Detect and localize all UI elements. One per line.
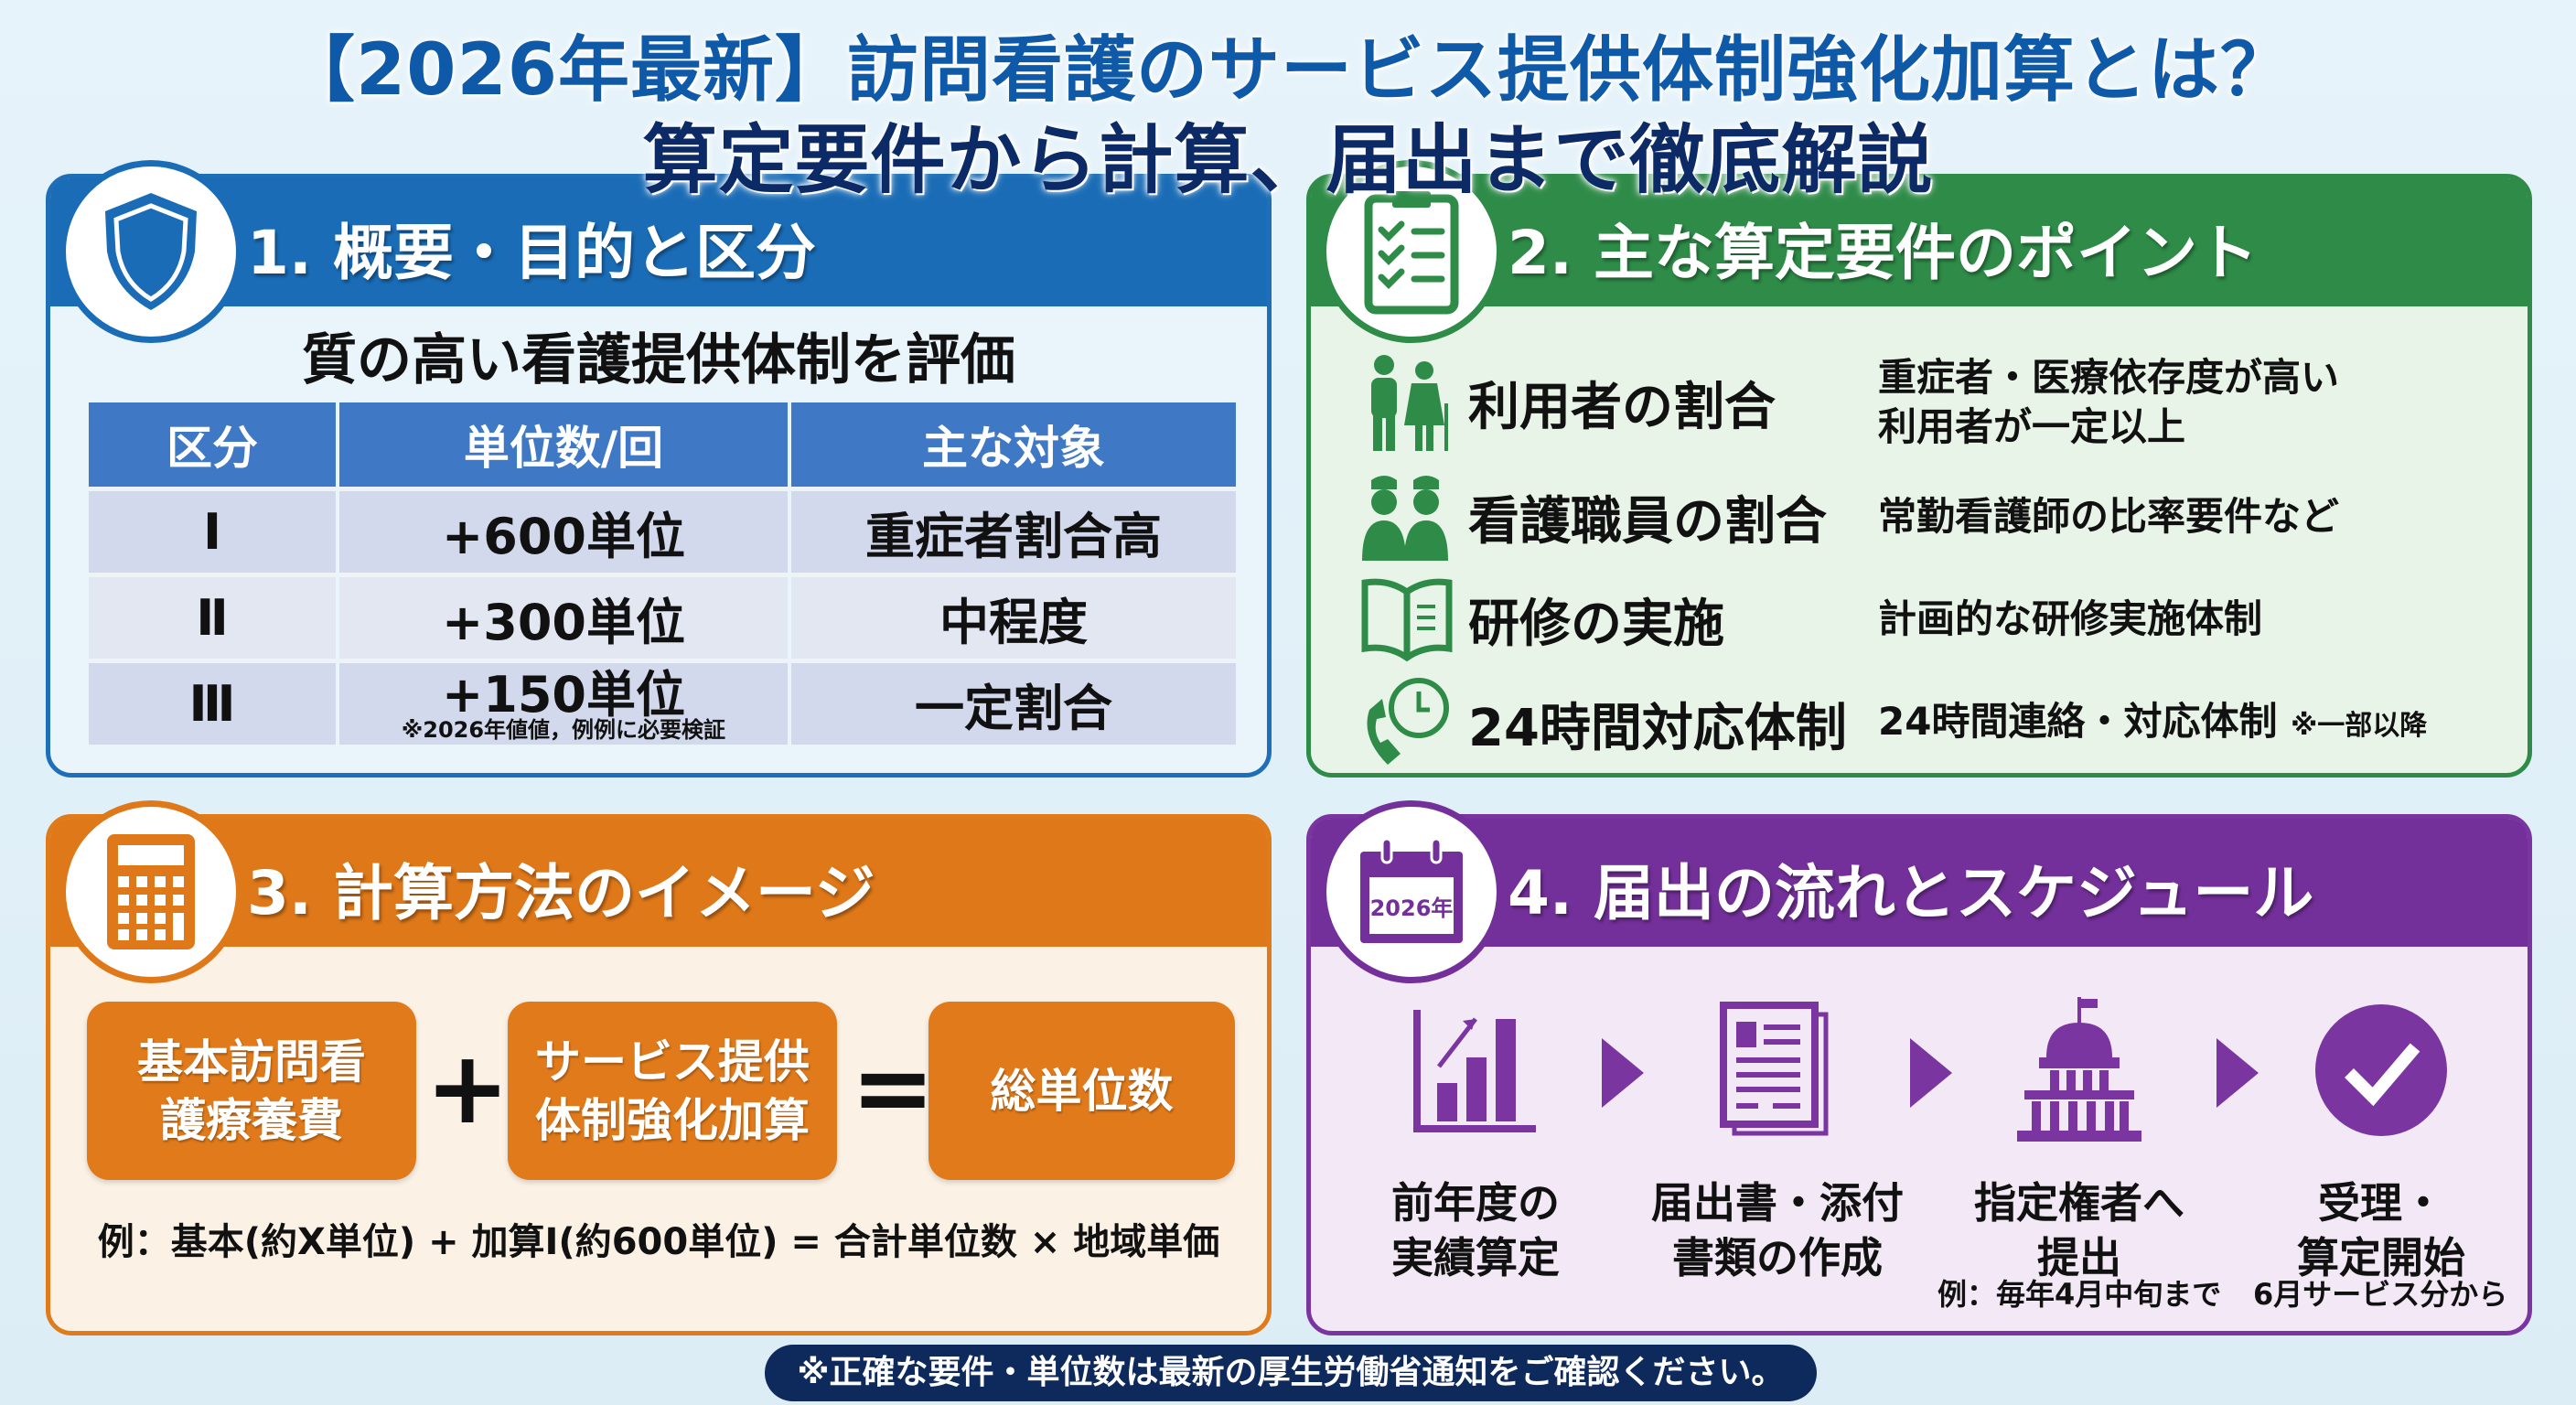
step-label: 指定権者へ 提出 bbox=[1951, 1175, 2207, 1285]
calculation-example: 例：基本(約X単位) + 加算Ⅰ(約600単位) = 合計単位数 × 地域単価 bbox=[97, 1221, 1220, 1263]
requirement-desc: 重症者・医療依存度が高い 利用者が一定以上 bbox=[1878, 353, 2339, 452]
step-label-line: 届出書・添付 bbox=[1651, 1178, 1904, 1228]
units-cell: +150単位 ※2026年値値，例例に必要検証 bbox=[339, 659, 788, 745]
page-title: 【2026年最新】訪問看護のサービス提供体制強化加算とは？ bbox=[283, 29, 2293, 112]
target-cell: 重症者割合高 bbox=[791, 487, 1236, 573]
requirement-desc: 常勤看護師の比率要件など bbox=[1878, 494, 2340, 539]
calendar-year-text: 2026年 bbox=[1370, 896, 1454, 921]
requirement-item: 24時間対応体制 24時間連絡・対応体制 ※一部以降 bbox=[1357, 678, 2509, 769]
section-header bbox=[1311, 178, 2528, 306]
units-note: ※2026年値値，例例に必要検証 bbox=[401, 716, 726, 743]
requirement-label: 研修の実施 bbox=[1468, 594, 1724, 654]
section-title: 1. 概要・目的と区分 bbox=[247, 218, 816, 288]
step-label-line: 算定開始 bbox=[2297, 1233, 2465, 1282]
step-label-line: 実績算定 bbox=[1391, 1233, 1560, 1282]
kubun-cell: Ⅲ bbox=[89, 659, 336, 745]
submit-deadline-note: 例：毎年4月中旬まで bbox=[1937, 1277, 2222, 1312]
government-building-icon bbox=[1951, 992, 2207, 1148]
clipboard-checklist-icon bbox=[1320, 160, 1503, 343]
step-item: 受理・ 算定開始 bbox=[2253, 992, 2509, 1285]
total-units-box: 総単位数 bbox=[928, 1002, 1235, 1180]
nurses-icon bbox=[1357, 467, 1457, 567]
total-units-label: 総単位数 bbox=[990, 1064, 1174, 1118]
base-fee-box: 基本訪問看 護療養費 bbox=[87, 1002, 416, 1180]
target-cell: 中程度 bbox=[791, 573, 1236, 659]
section-subtitle: 質の高い看護提供体制を評価 bbox=[302, 328, 1015, 392]
section-header bbox=[50, 178, 1267, 306]
requirement-desc-line: 利用者が一定以上 bbox=[1878, 404, 2186, 449]
disclaimer-banner: ※正確な要件・単位数は最新の厚生労働省通知をご確認ください。 bbox=[765, 1345, 1817, 1401]
start-date-note: 6月サービス分から bbox=[2253, 1277, 2508, 1312]
check-circle-icon bbox=[2253, 992, 2509, 1148]
requirement-label: 利用者の割合 bbox=[1468, 377, 1776, 437]
step-label: 届出書・添付 書類の作成 bbox=[1649, 1175, 1905, 1285]
column-header: 主な対象 bbox=[791, 402, 1236, 487]
kubun-cell: Ⅰ bbox=[89, 487, 336, 573]
step-label-line: 指定権者へ bbox=[1974, 1178, 2184, 1228]
section-header bbox=[1311, 819, 2528, 947]
units-cell: +300単位 bbox=[339, 573, 788, 659]
step-label: 受理・ 算定開始 bbox=[2253, 1175, 2509, 1285]
table-row: Ⅱ +300単位 中程度 bbox=[89, 573, 1236, 659]
base-fee-label: 護療養費 bbox=[160, 1093, 343, 1147]
document-icon bbox=[1649, 992, 1905, 1148]
phone-clock-icon bbox=[1357, 673, 1457, 774]
kubun-cell: Ⅱ bbox=[89, 573, 336, 659]
step-item: 届出書・添付 書類の作成 bbox=[1649, 992, 1905, 1285]
section-title: 3. 計算方法のイメージ bbox=[247, 858, 875, 928]
step-label-line: 書類の作成 bbox=[1672, 1233, 1883, 1282]
addition-box: サービス提供 体制強化加算 bbox=[508, 1002, 837, 1180]
page-subtitle: 算定要件から計算、届出まで徹底解説 bbox=[642, 117, 1934, 204]
section-calculation: 3. 計算方法のイメージ 基本訪問看 護療養費 + サービス提供 体制強化加算 … bbox=[46, 800, 1272, 1335]
base-fee-label: 基本訪問看 bbox=[137, 1035, 366, 1089]
bar-chart-icon bbox=[1347, 992, 1604, 1148]
section-header bbox=[50, 819, 1267, 947]
section-requirements: 2. 主な算定要件のポイント 利用者の割合 重症者・医療依存度が高い 利用者が一… bbox=[1306, 160, 2532, 778]
step-label-line: 前年度の bbox=[1391, 1178, 1560, 1228]
target-cell: 一定割合 bbox=[791, 659, 1236, 745]
step-item: 指定権者へ 提出 bbox=[1951, 992, 2207, 1285]
calendar-icon: 2026年 bbox=[1320, 800, 1503, 983]
requirement-desc: 24時間連絡・対応体制 ※一部以降 bbox=[1878, 697, 2427, 751]
section-overview: 1. 概要・目的と区分 質の高い看護提供体制を評価 区分 単位数/回 主な対象 … bbox=[46, 160, 1272, 778]
column-header: 単位数/回 bbox=[339, 402, 788, 487]
requirement-desc-line: 重症者・医療依存度が高い bbox=[1878, 355, 2340, 400]
step-item: 前年度の 実績算定 bbox=[1347, 992, 1604, 1285]
equals-sign: = bbox=[851, 1029, 936, 1146]
arrow-right-icon bbox=[1602, 1038, 1644, 1108]
arrow-right-icon bbox=[1910, 1038, 1952, 1108]
section-title: 2. 主な算定要件のポイント bbox=[1508, 218, 2258, 288]
requirement-desc: 計画的な研修実施体制 bbox=[1878, 596, 2263, 641]
step-label-line: 提出 bbox=[2037, 1233, 2121, 1282]
table-row: Ⅲ +150単位 ※2026年値値，例例に必要検証 一定割合 bbox=[89, 659, 1236, 745]
requirement-item: 研修の実施 計画的な研修実施体制 bbox=[1357, 574, 2509, 665]
addition-label: 体制強化加算 bbox=[535, 1093, 810, 1147]
plus-sign: + bbox=[425, 1029, 510, 1146]
units-cell: +600単位 bbox=[339, 487, 788, 573]
calculator-icon bbox=[59, 800, 242, 983]
section-title: 4. 届出の流れとスケジュール bbox=[1508, 858, 2314, 928]
table-row: Ⅰ +600単位 重症者割合高 bbox=[89, 487, 1236, 573]
requirement-item: 利用者の割合 重症者・医療依存度が高い 利用者が一定以上 bbox=[1357, 343, 2509, 462]
requirement-desc-note: ※一部以降 bbox=[2291, 709, 2428, 742]
arrow-right-icon bbox=[2216, 1038, 2259, 1108]
step-label: 前年度の 実績算定 bbox=[1347, 1175, 1604, 1285]
open-book-icon bbox=[1357, 569, 1457, 670]
requirement-item: 看護職員の割合 常勤看護師の比率要件など bbox=[1357, 471, 2509, 563]
shield-icon bbox=[59, 160, 242, 343]
requirement-label: 看護職員の割合 bbox=[1468, 491, 1827, 552]
section-schedule: 2026年 4. 届出の流れとスケジュール 前年度の 実績算定 bbox=[1306, 800, 2532, 1335]
column-header: 区分 bbox=[89, 402, 336, 487]
requirement-label: 24時間対応体制 bbox=[1468, 698, 1847, 758]
addition-label: サービス提供 bbox=[535, 1035, 810, 1089]
step-label-line: 受理・ bbox=[2318, 1178, 2444, 1228]
elderly-couple-icon bbox=[1357, 352, 1457, 453]
units-value: +150単位 bbox=[442, 665, 685, 724]
kubun-table: 区分 単位数/回 主な対象 Ⅰ +600単位 重症者割合高 Ⅱ +300単位 中… bbox=[85, 402, 1240, 745]
requirement-desc-text: 24時間連絡・対応体制 bbox=[1878, 698, 2278, 744]
